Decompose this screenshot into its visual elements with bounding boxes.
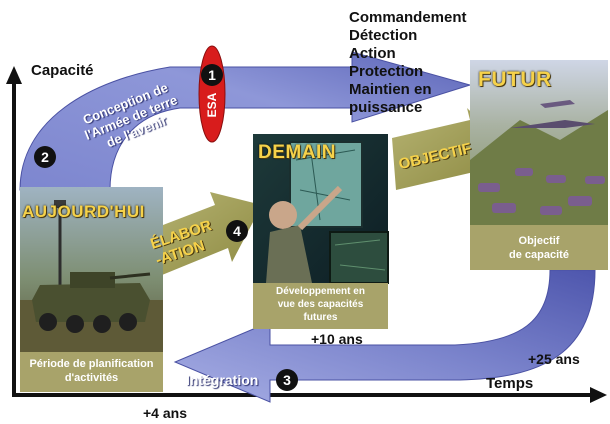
tomorrow-caption-box — [253, 283, 388, 329]
esa-label: ESA — [205, 92, 219, 118]
today-caption-line: Période de planification — [29, 358, 154, 370]
capability-item: Maintien en — [349, 81, 432, 98]
tomorrow-caption-line: vue des capacités — [277, 299, 364, 310]
today-time: +4 ans — [143, 405, 187, 421]
future-caption: Objectif de capacité — [470, 234, 608, 262]
x-axis — [12, 387, 607, 403]
capability-item: puissance — [349, 99, 423, 116]
tomorrow-caption-line: futures — [303, 312, 338, 323]
bottom-cycle-arrow — [173, 269, 596, 403]
capability-item: Action — [349, 45, 396, 62]
today-caption-line: d'activités — [64, 372, 119, 384]
tomorrow-time: +10 ans — [311, 331, 363, 347]
tomorrow-title: DEMAIN — [258, 142, 336, 163]
future-title: FUTUR — [478, 68, 552, 91]
future-caption-line: de capacité — [509, 249, 569, 261]
step-4-badge: 4 — [226, 220, 248, 242]
capability-item: Détection — [349, 27, 418, 44]
capability-item: Commandement — [349, 9, 467, 26]
today-caption-box — [20, 352, 163, 392]
x-axis-label: Temps — [486, 375, 534, 392]
capability-item: Protection — [349, 63, 424, 80]
today-photo — [20, 187, 163, 352]
step-1-badge: 1 — [201, 64, 223, 86]
integration-text: Intégration — [186, 372, 259, 388]
tomorrow-photo — [253, 134, 389, 284]
future-caption-line: Objectif — [518, 235, 560, 247]
tomorrow-caption: Développement en vue des capacités futur… — [253, 285, 388, 324]
today-caption: Période de planification d'activités — [20, 357, 163, 385]
today-title: AUJOURD'HUI — [22, 202, 145, 221]
future-time: +25 ans — [528, 351, 580, 367]
capabilities-list: Commandement Détection Action Protection… — [349, 9, 467, 117]
y-axis-label: Capacité — [31, 62, 94, 79]
elaboration-arrow — [150, 192, 262, 275]
future-photo — [470, 60, 608, 225]
y-axis — [6, 66, 22, 395]
step-3-badge: 3 — [276, 369, 298, 391]
future-caption-box — [470, 225, 608, 270]
tomorrow-caption-line: Développement en — [276, 286, 365, 297]
top-cycle-arrow — [19, 51, 472, 191]
step-2-badge: 2 — [34, 146, 56, 168]
